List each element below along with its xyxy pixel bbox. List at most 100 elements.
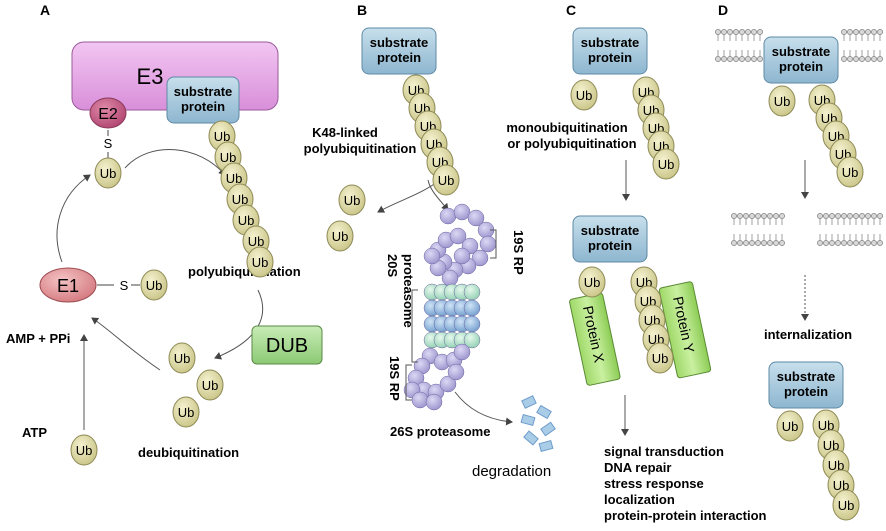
lipid-head [877,29,883,35]
lipid-head [757,56,763,62]
substrate-label-d2-2: protein [784,384,828,399]
ubiquitin-label: Ub [100,166,117,181]
deubiquitination-label: deubiquitination [138,445,239,460]
ubiquitin-molecule [172,396,200,428]
plasma-membrane [715,29,883,62]
substrate-protein-c-top [572,27,648,75]
panel-d: D substrate protein internalization subs… [715,2,883,521]
ubiquitin-molecule [836,156,864,188]
lipid-head [859,29,865,35]
panel-c: C substrate protein monoubiquitination o… [506,2,766,523]
lipid-head [745,56,751,62]
rp-top-label: 19S RP [511,230,526,275]
lipid-head [853,56,859,62]
lipid-head [751,29,757,35]
substrate-label-c2-1: substrate [581,223,640,238]
lipid-head [773,213,779,219]
ubiquitin-label: Ub [576,88,593,103]
peptide-fragments [520,395,556,453]
rp-top-bracket [490,229,497,259]
core-label-1: 20S [385,254,400,277]
ubiquitin-molecule [196,369,224,401]
ubiquitin-molecule [168,342,196,374]
to-proteasome-arrow [427,179,449,211]
proteasome-subunit [453,343,471,361]
ubiquitin-label: Ub [823,438,840,453]
outcome-2: DNA repair [604,460,671,475]
amp-ppi-label: AMP + PPi [6,331,70,346]
proteasome-subunit [447,363,465,381]
substrate-label-a-2: protein [181,99,225,114]
lipid-head [865,240,871,246]
substrate-label-d1-1: substrate [772,44,831,59]
outcome-4: localization [604,492,675,507]
lipid-head [853,213,859,219]
ubiquitin-label: Ub [252,255,269,270]
degradation-label: degradation [472,463,551,480]
lipid-head [841,56,847,62]
lipid-head [743,240,749,246]
lipid-head [817,240,823,246]
ubiquitin-label: Ub [214,129,231,144]
ubiquitin-label: Ub [76,443,93,458]
transfer-arrow [124,149,226,176]
lipid-head [865,56,871,62]
proteasome-subunit [439,375,457,393]
lipid-head [721,56,727,62]
ubiquitin-label: Ub [828,458,845,473]
proteasome-subunit [439,207,457,225]
lipid-head [743,213,749,219]
lipid-head [767,213,773,219]
ubiquitin-molecule [646,342,674,374]
k48-label-2: polyubiquitination [304,141,417,156]
lipid-head [731,240,737,246]
lipid-head [829,213,835,219]
lipid-head [871,29,877,35]
substrate-protein-d-bottom [768,361,844,409]
e1-enzyme [39,267,97,303]
lipid-head [749,240,755,246]
lipid-head [853,240,859,246]
panel-b-letter: B [357,2,367,18]
ubiquitin-label: Ub [833,478,850,493]
substrate-label-d2-1: substrate [777,369,836,384]
ubiquitin-molecule [70,434,98,466]
protein-y: Protein Y [658,281,712,379]
core-bracket [411,289,418,363]
ubiquitin-label: Ub [584,275,601,290]
ubiquitin-label: Ub [438,173,455,188]
e1-label: E1 [57,276,79,296]
thioester-s-a: S [104,136,113,151]
lipid-head [727,29,733,35]
ubiquitin-molecule [776,410,804,442]
outcomes-list: signal transduction DNA repair stress re… [604,444,767,523]
lipid-head [847,29,853,35]
lipid-head [757,29,763,35]
proteasome-subunit [411,391,429,409]
ubiquitin-label: Ub [782,419,799,434]
proteasome-subunit [449,227,467,245]
lipid-head [751,56,757,62]
e1-to-e2-arrow [56,174,91,263]
lipid-head [779,213,785,219]
proteasome-subunit [463,331,481,349]
lipid-head [877,213,883,219]
ubiquitin-label: Ub [146,278,163,293]
ubiquitin-molecule [326,220,354,252]
lipid-head [779,240,785,246]
ubiquitin-label: Ub [344,193,361,208]
lipid-head [727,56,733,62]
dub-label: DUB [266,335,308,357]
ubiquitin-molecule [768,85,796,117]
ubiquitin-label: Ub [332,229,349,244]
ubiquitin-label: Ub [842,165,859,180]
lipid-head [761,240,767,246]
ubiquitin-molecule [578,266,606,298]
ubiquitin-molecule [246,246,274,278]
ubiquitin-label: Ub [238,213,255,228]
dub-enzyme [251,325,323,365]
e2-enzyme [89,97,127,129]
